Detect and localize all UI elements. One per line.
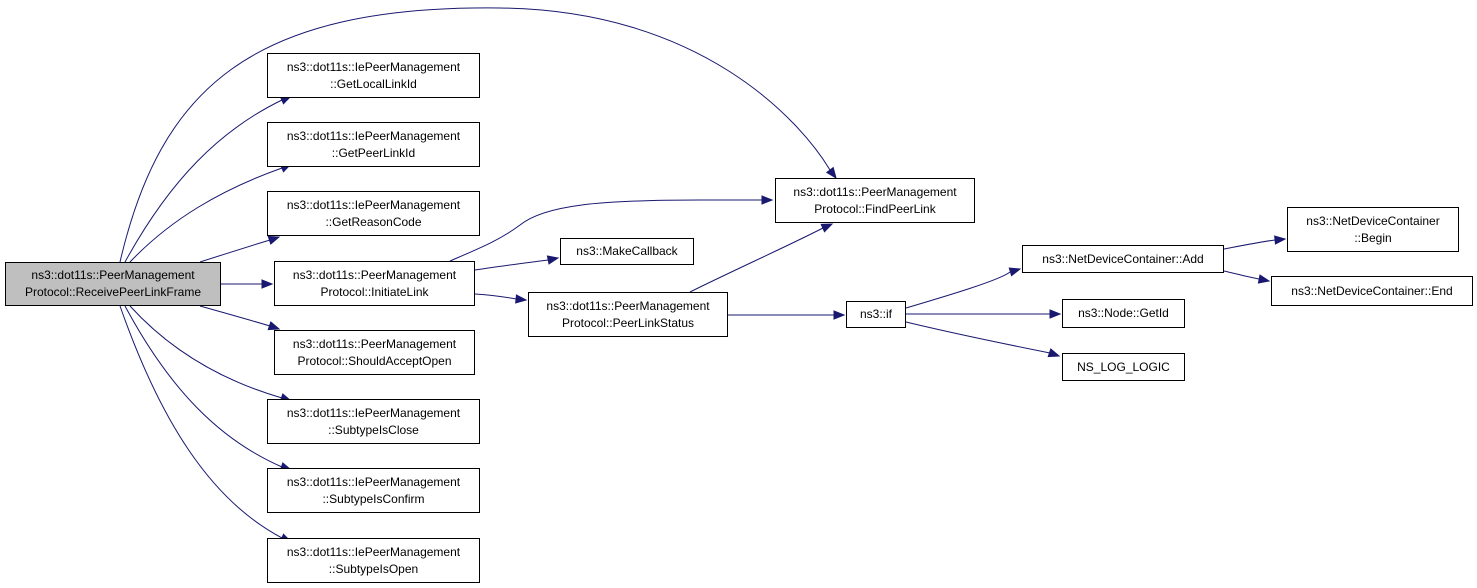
- node-label-line1: ns3::dot11s::PeerManagement: [793, 184, 957, 199]
- node-label-line2: ::SubtypeIsOpen: [328, 561, 419, 576]
- node-label-line1: ns3::if: [859, 307, 892, 321]
- node-should-accept-open[interactable]: ns3::dot11s::PeerManagement Protocol::Sh…: [274, 330, 475, 375]
- node-label-line1: ns3::dot11s::PeerManagement: [546, 298, 710, 313]
- edge-ndcAdd-to-ndcBegin: [1223, 239, 1276, 250]
- node-receive-peer-link-frame: ns3::dot11s::PeerManagement Protocol::Re…: [5, 262, 221, 306]
- edge-initiateLink-to-makeCallback: [474, 259, 549, 271]
- node-label-line2: Protocol::InitiateLink: [320, 284, 429, 299]
- node-label-line1: ns3::Node::GetId: [1078, 306, 1169, 320]
- node-label-line1: NS_LOG_LOGIC: [1077, 359, 1170, 374]
- node-netdevicecontainer-end[interactable]: ns3::NetDeviceContainer::End: [1271, 276, 1473, 306]
- node-subtype-is-close[interactable]: ns3::dot11s::IePeerManagement ::SubtypeI…: [267, 399, 480, 444]
- edge-root-to-findPeerLink: [119, 7, 831, 263]
- edge-nsIf-to-ndcAdd: [905, 271, 1011, 309]
- node-get-peer-link-id[interactable]: ns3::dot11s::IePeerManagement ::GetPeerL…: [267, 122, 480, 167]
- arrowhead-initiateLink-to-findPeerLink: [761, 195, 774, 205]
- node-ns-log-logic[interactable]: NS_LOG_LOGIC: [1062, 353, 1185, 381]
- node-label-line2: ::GetReasonCode: [325, 214, 422, 229]
- edge-root-to-getPeerLinkId: [129, 167, 283, 263]
- node-make-callback[interactable]: ns3::MakeCallback: [560, 238, 694, 265]
- arrowhead-initiateLink-to-makeCallback: [546, 255, 560, 265]
- edge-ndcAdd-to-ndcEnd: [1223, 270, 1260, 280]
- node-netdevicecontainer-begin[interactable]: ns3::NetDeviceContainer ::Begin: [1287, 207, 1459, 252]
- node-get-reason-code[interactable]: ns3::dot11s::IePeerManagement ::GetReaso…: [267, 191, 480, 236]
- edge-initiateLink-to-findPeerLink: [449, 199, 762, 262]
- node-label-line2: Protocol::FindPeerLink: [814, 201, 936, 216]
- arrowhead-ndcAdd-to-ndcBegin: [1274, 235, 1287, 245]
- node-label-line2: ::GetLocalLinkId: [330, 76, 417, 91]
- node-label-line1: ns3::dot11s::IePeerManagement: [286, 128, 461, 143]
- node-label-line1: ns3::MakeCallback: [576, 244, 678, 258]
- node-label-line2: ::SubtypeIsClose: [328, 422, 419, 437]
- node-label-line1: ns3::NetDeviceContainer::Add: [1042, 251, 1204, 266]
- node-label-line1: ns3::NetDeviceContainer: [1306, 213, 1440, 228]
- node-label-line1: ns3::dot11s::IePeerManagement: [286, 544, 461, 559]
- node-label-line1: ns3::dot11s::IePeerManagement: [286, 474, 461, 489]
- arrowhead-root-to-initiateLink: [261, 279, 274, 289]
- node-label-line1: ns3::NetDeviceContainer::End: [1291, 283, 1453, 298]
- node-label-line1: ns3::dot11s::PeerManagement: [31, 268, 195, 282]
- edge-root-to-subtypeIsConfirm: [124, 305, 283, 468]
- arrowhead-initiateLink-to-peerLinkStatus: [515, 294, 528, 304]
- node-node-get-id[interactable]: ns3::Node::GetId: [1062, 299, 1185, 328]
- node-find-peer-link[interactable]: ns3::dot11s::PeerManagement Protocol::Fi…: [775, 178, 975, 223]
- node-label-line2: Protocol::ShouldAcceptOpen: [297, 353, 452, 368]
- node-initiate-link[interactable]: ns3::dot11s::PeerManagement Protocol::In…: [274, 261, 475, 306]
- edge-root-to-subtypeIsClose: [129, 305, 283, 399]
- node-ns3-if[interactable]: ns3::if: [846, 301, 906, 328]
- node-subtype-is-open[interactable]: ns3::dot11s::IePeerManagement ::SubtypeI…: [267, 538, 480, 583]
- node-label-line1: ns3::dot11s::PeerManagement: [292, 267, 457, 282]
- node-label-line2: Protocol::ReceivePeerLinkFrame: [24, 285, 202, 299]
- node-label-line2: ::Begin: [1354, 230, 1392, 245]
- node-label-line2: Protocol::PeerLinkStatus: [561, 315, 695, 330]
- edge-peerLinkStatus-to-findPeerLink: [689, 227, 824, 293]
- arrowhead-nsIf-to-ndcAdd: [1008, 267, 1022, 277]
- node-label-line1: ns3::dot11s::IePeerManagement: [286, 197, 461, 212]
- edge-nsIf-to-nsLogLogic: [905, 321, 1051, 354]
- node-netdevicecontainer-add[interactable]: ns3::NetDeviceContainer::Add: [1022, 245, 1224, 273]
- edge-root-to-getLocalLinkId: [124, 99, 283, 263]
- arrowhead-root-to-findPeerLink: [825, 166, 837, 180]
- node-subtype-is-confirm[interactable]: ns3::dot11s::IePeerManagement ::SubtypeI…: [267, 468, 480, 513]
- arrowhead-ndcAdd-to-ndcEnd: [1257, 274, 1271, 284]
- arrowhead-nsIf-to-nodeGetId: [1049, 309, 1062, 319]
- edge-root-to-getReasonCode: [199, 239, 271, 263]
- node-label-line2: ::GetPeerLinkId: [331, 145, 416, 160]
- node-peer-link-status[interactable]: ns3::dot11s::PeerManagement Protocol::Pe…: [528, 292, 728, 337]
- node-label-line1: ns3::dot11s::PeerManagement: [292, 336, 457, 351]
- node-get-local-link-id[interactable]: ns3::dot11s::IePeerManagement ::GetLocal…: [267, 53, 480, 98]
- node-label-line2: ::SubtypeIsConfirm: [322, 491, 425, 506]
- edge-root-to-subtypeIsOpen: [119, 305, 283, 539]
- node-label-line1: ns3::dot11s::IePeerManagement: [286, 59, 461, 74]
- node-label-line1: ns3::dot11s::IePeerManagement: [286, 405, 461, 420]
- arrowhead-peerLinkStatus-to-nsIf: [833, 310, 846, 320]
- edge-initiateLink-to-peerLinkStatus: [474, 293, 517, 300]
- edge-root-to-shouldAcceptOpen: [199, 305, 271, 327]
